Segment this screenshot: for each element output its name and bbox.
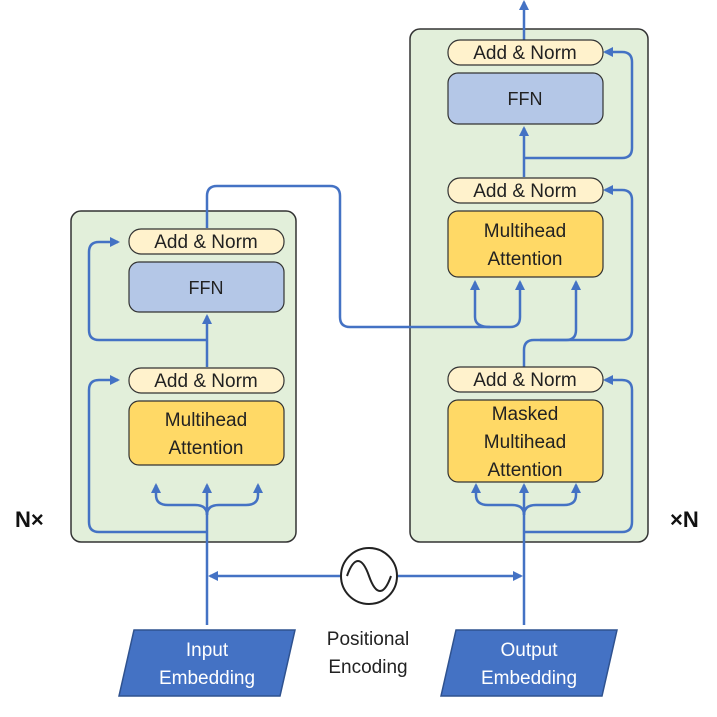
decoder-ffn: FFN (508, 89, 543, 109)
decoder-masked-attention-line-1: Masked (492, 404, 559, 425)
decoder-ffn-box (447, 72, 604, 125)
encoder-to-cross-k (470, 280, 491, 329)
encoder-residual-1 (87, 375, 207, 534)
encoder-add-norm-bottom-box (128, 367, 285, 394)
encoder-q-branch (151, 483, 209, 516)
encoder-repeat-label: N× (15, 507, 44, 532)
decoder-repeat-label: ×N (670, 507, 699, 532)
encoder-attention-line-2: Attention (169, 438, 244, 459)
decoder-masked-attention-line-2: Multihead (484, 432, 566, 453)
decoder-residual-2 (540, 185, 634, 342)
output-embedding-box (440, 629, 618, 697)
encoder-attention-box (128, 400, 285, 466)
decoder-masked-attention-box (447, 399, 604, 483)
decoder-cross-attention-line-1: Multihead (484, 221, 566, 242)
input-embedding-line-2: Embedding (159, 668, 255, 689)
encoder-to-decoder-line (205, 184, 525, 329)
decoder-residual-1 (524, 375, 634, 534)
output-embedding-line-2: Embedding (481, 668, 577, 689)
input-embedding-box (118, 629, 296, 697)
positional-encoding-line-2: Encoding (328, 657, 407, 678)
decoder-add-norm-bottom-box (447, 366, 604, 393)
encoder-add-norm-bottom: Add & Norm (154, 371, 257, 392)
output-embedding-line-1: Output (500, 640, 558, 661)
decoder-cross-attention-box (447, 210, 604, 278)
encoder-v-branch (205, 483, 263, 516)
encoder-residual-2 (87, 237, 207, 342)
input-embedding-line-1: Input (186, 640, 229, 661)
encoder-attention-line-1: Multihead (165, 410, 247, 431)
decoder-residual-3 (524, 47, 634, 160)
encoder-add-norm-top: Add & Norm (154, 232, 257, 253)
encoder-ffn: FFN (189, 278, 224, 298)
decoder-add-norm-top-box (447, 39, 604, 66)
positional-encoding-line-1: Positional (327, 629, 409, 650)
decoder-add-norm-top: Add & Norm (473, 43, 576, 64)
decoder-add-norm-mid: Add & Norm (473, 181, 576, 202)
decoder-cross-attention-line-2: Attention (488, 249, 563, 270)
decoder-masked-attention-line-3: Attention (488, 460, 563, 481)
decoder-v-branch (522, 483, 581, 516)
decoder-q-branch (471, 483, 526, 516)
encoder-ffn-box (128, 261, 285, 313)
decoder-add-norm-bottom: Add & Norm (473, 370, 576, 391)
sine-wave-icon (346, 560, 392, 592)
encoder-add-norm-top-box (128, 228, 285, 255)
decoder-add-norm-mid-box (447, 177, 604, 204)
